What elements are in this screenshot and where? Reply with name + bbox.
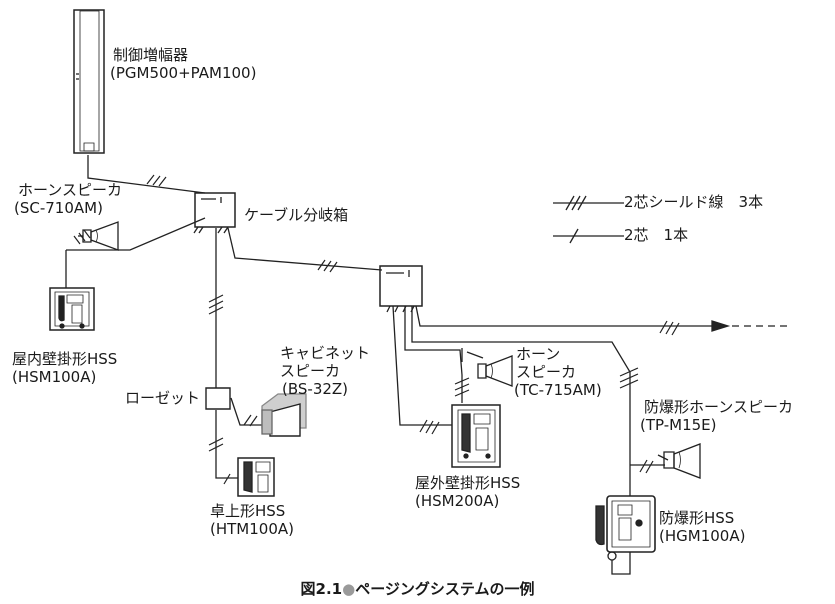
outdoor-wall-name-label: 屋外壁掛形HSS: [415, 474, 521, 492]
wiring: [66, 155, 790, 496]
caption-number: 図2.1: [300, 580, 343, 598]
cabinet-name-label-2: スピーカ: [280, 362, 341, 380]
junction-box-label: ケーブル分岐箱: [244, 206, 349, 224]
outdoor-wall-hss: [452, 405, 500, 467]
legend-shielded-label: 2芯シールド線 3本: [624, 193, 764, 211]
horn1-model-label: (SC-710AM): [14, 199, 103, 217]
explosion-proof-horn-speaker: [658, 444, 700, 478]
cabinet-model-label: (BS-32Z): [282, 380, 349, 398]
junction-box-2: [380, 266, 422, 312]
indoor-wall-name-label: 屋内壁掛形HSS: [12, 350, 118, 368]
ex-station-name-label: 防爆形HSS: [659, 509, 735, 527]
desk-model-label: (HTM100A): [210, 520, 294, 538]
indoor-wall-model-label: (HSM100A): [12, 368, 97, 386]
outdoor-wall-model-label: (HSM200A): [415, 492, 500, 510]
caption-bullet: ●: [342, 580, 356, 598]
legend-pair-label: 2芯 1本: [624, 226, 689, 244]
caption-title: ページングシステムの一例: [355, 580, 535, 598]
horn2-name-label-1: ホーン: [516, 345, 561, 363]
indoor-wall-hss: [50, 288, 94, 330]
amplifier-name-label: 制御増幅器: [113, 46, 189, 64]
horn1-name-label: ホーンスピーカ: [18, 181, 122, 199]
desk-name-label: 卓上形HSS: [210, 502, 286, 520]
cabinet-speaker: [262, 394, 306, 436]
ex-horn-model-label: (TP-M15E): [640, 416, 717, 434]
desk-hss: [238, 458, 274, 496]
horn2-name-label-2: スピーカ: [516, 363, 577, 381]
rosette: [206, 388, 230, 409]
rosette-label: ローゼット: [125, 389, 201, 407]
horn2-model-label: (TC-715AM): [514, 381, 602, 399]
explosion-proof-hss: [596, 496, 655, 574]
cabinet-name-label-1: キャビネット: [280, 344, 371, 362]
junction-box: [194, 193, 235, 233]
horn-speaker-2: [462, 348, 512, 386]
figure-caption: 図2.1●ページングシステムの一例: [0, 578, 835, 599]
control-amplifier-rack: [74, 10, 104, 153]
horn-speaker-1: [78, 222, 118, 250]
amplifier-model-label: (PGM500+PAM100): [110, 64, 257, 82]
cable-marks: [74, 175, 679, 484]
legend: [553, 196, 624, 243]
ex-station-model-label: (HGM100A): [659, 527, 746, 545]
ex-horn-name-label: 防爆形ホーンスピーカ: [644, 398, 793, 416]
